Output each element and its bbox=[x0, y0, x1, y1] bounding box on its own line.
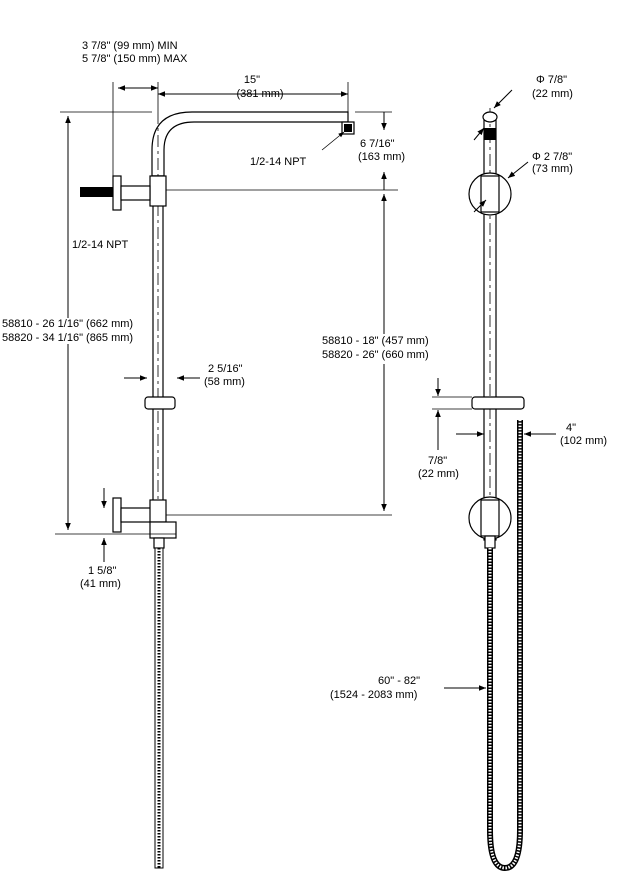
lower-coupling-side bbox=[480, 499, 500, 537]
hose-loop-texture bbox=[488, 420, 522, 870]
label-top-dia-mm: (22 mm) bbox=[532, 88, 573, 100]
label-holder-height-in: 7/8" bbox=[428, 455, 447, 467]
hose-outlet bbox=[149, 521, 177, 539]
upper-wall-flange bbox=[112, 175, 122, 211]
upper-coupling-side bbox=[480, 175, 500, 213]
label-top-dia-in: Φ 7/8" bbox=[536, 74, 567, 86]
label-rail-span-a: 58810 - 18" (457 mm) bbox=[322, 335, 429, 347]
label-flange-dia-in: Φ 2 7/8" bbox=[532, 151, 572, 163]
label-arm-length-in: 15" bbox=[244, 74, 260, 86]
label-hose-length-mm: (1524 - 2083 mm) bbox=[330, 689, 417, 701]
hand-shower-holder bbox=[144, 396, 176, 410]
front-view: 3 7/8" (99 mm) MIN 5 7/8" (150 mm) MAX 1… bbox=[2, 40, 429, 869]
top-fitting bbox=[484, 128, 496, 140]
lower-coupling bbox=[149, 499, 167, 523]
holder-side bbox=[471, 396, 525, 410]
label-holder-height-mm: (22 mm) bbox=[418, 468, 459, 480]
npt-thread-head bbox=[344, 124, 352, 132]
dim-flange-diameter bbox=[507, 161, 529, 179]
lower-wall-flange bbox=[112, 497, 122, 533]
label-holder-width-in: 2 5/16" bbox=[208, 363, 243, 375]
dim-top-diameter bbox=[493, 89, 513, 109]
label-head-drop-in: 6 7/16" bbox=[360, 138, 395, 150]
label-total-height-b: 58820 - 34 1/16" (865 mm) bbox=[2, 332, 133, 344]
label-holder-width-mm: (58 mm) bbox=[204, 376, 245, 388]
hose-connector bbox=[153, 537, 165, 549]
label-arm-length-mm: (381 mm) bbox=[236, 88, 283, 100]
hose-connector-side bbox=[484, 535, 496, 549]
top-cap bbox=[482, 111, 498, 123]
label-npt-head: 1/2-14 NPT bbox=[250, 156, 307, 168]
lower-mount-arm bbox=[120, 507, 155, 523]
label-arm-offset-min: 3 7/8" (99 mm) MIN bbox=[82, 40, 178, 52]
label-holder-offset-mm: (102 mm) bbox=[560, 435, 607, 447]
shower-arm bbox=[151, 111, 349, 177]
label-rail-span-b: 58820 - 26" (660 mm) bbox=[322, 349, 429, 361]
label-bottom-mm: (41 mm) bbox=[80, 578, 121, 590]
label-holder-offset-in: 4" bbox=[566, 422, 576, 434]
label-head-drop-mm: (163 mm) bbox=[358, 151, 405, 163]
label-total-height-a: 58810 - 26 1/16" (662 mm) bbox=[2, 318, 133, 330]
side-view: Φ 7/8" (22 mm) Φ 2 7/8" (73 mm) 4" (102 … bbox=[330, 74, 607, 872]
upper-mount-arm bbox=[120, 185, 151, 201]
upper-coupling bbox=[149, 175, 167, 207]
label-flange-dia-mm: (73 mm) bbox=[532, 163, 573, 175]
label-bottom-in: 1 5/8" bbox=[88, 565, 116, 577]
npt-thread-inlet bbox=[80, 187, 113, 197]
label-arm-offset-max: 5 7/8" (150 mm) MAX bbox=[82, 53, 188, 65]
label-hose-length-in: 60" - 82" bbox=[378, 675, 420, 687]
label-npt-inlet: 1/2-14 NPT bbox=[72, 239, 129, 251]
